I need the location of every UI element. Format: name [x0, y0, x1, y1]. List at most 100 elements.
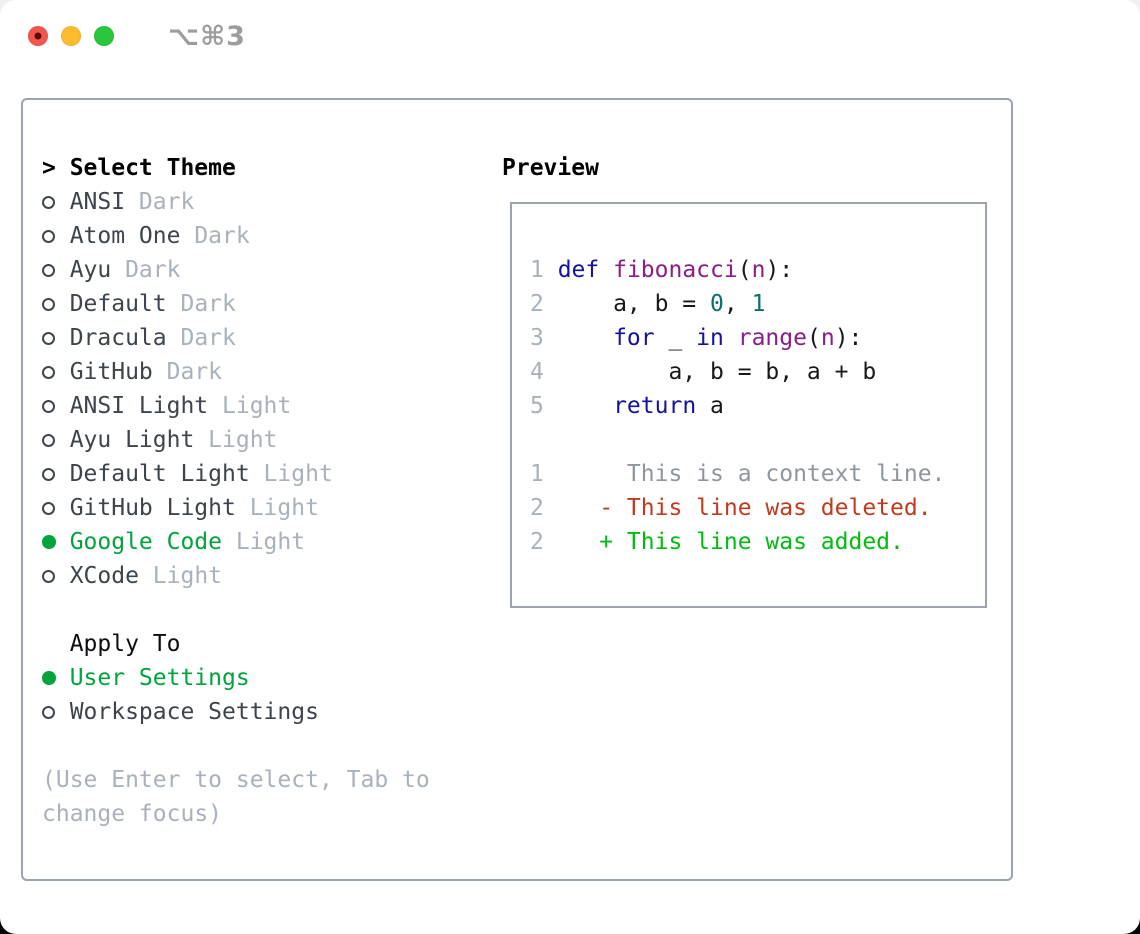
theme-item[interactable]: GitHub Light Light: [42, 491, 457, 525]
code-line: 2 - This line was deleted.: [530, 491, 985, 525]
radio-circle-icon: [42, 365, 55, 379]
minimize-button[interactable]: [61, 26, 81, 46]
theme-variant: Light: [249, 461, 333, 487]
code-token: 0: [710, 291, 724, 317]
theme-name: Ayu: [69, 257, 112, 283]
code-token: n: [751, 257, 766, 283]
line-number: 2: [530, 291, 544, 317]
theme-variant: Light: [208, 393, 292, 419]
maximize-button[interactable]: [94, 26, 114, 46]
code-token: ,: [723, 291, 752, 317]
spacer-row: [42, 593, 457, 627]
apply-to-option[interactable]: User Settings: [42, 661, 457, 695]
radio-circle-icon: [42, 263, 55, 277]
code-token: [558, 325, 613, 351]
theme-item[interactable]: Default Light Light: [42, 457, 457, 491]
code-line: 1 This is a context line.: [530, 457, 985, 491]
theme-variant: Dark: [125, 189, 195, 215]
code-token: n: [820, 325, 835, 351]
code-line: 2 + This line was added.: [530, 525, 985, 559]
theme-item[interactable]: XCode Light: [42, 559, 457, 593]
theme-variant: Dark: [152, 359, 223, 385]
code-line: 4 a, b = b, a + b: [530, 355, 985, 389]
titlebar: ⌥⌘3: [0, 0, 1140, 72]
code-token: 1: [751, 291, 766, 317]
line-number: 5: [530, 393, 544, 419]
code-token: a: [696, 393, 724, 419]
apply-to-title: Apply To: [69, 631, 181, 657]
line-number: 2: [530, 529, 544, 555]
theme-variant: Dark: [180, 223, 250, 249]
unsaved-indicator-dot: [34, 32, 42, 40]
theme-variant: Dark: [166, 325, 236, 351]
theme-variant: Light: [138, 563, 223, 589]
theme-name: GitHub Light: [69, 495, 236, 521]
radio-circle-icon: [42, 195, 55, 209]
code-line: 1 def fibonacci(n):: [530, 253, 985, 287]
radio-circle-icon: [42, 433, 55, 447]
radio-circle-icon: [42, 399, 55, 413]
radio-circle-icon: [42, 501, 55, 515]
theme-item[interactable]: Ayu Light Light: [42, 423, 457, 457]
line-number: 1: [530, 461, 544, 487]
theme-name: Google Code: [69, 529, 223, 555]
code-token: + This line was added.: [557, 529, 904, 555]
theme-item[interactable]: ANSI Light Light: [42, 389, 457, 423]
theme-name: Default: [69, 291, 167, 317]
theme-item[interactable]: Dracula Dark: [42, 321, 457, 355]
code-token: a, b =: [557, 291, 711, 317]
radio-circle-icon: [42, 467, 55, 481]
line-number: 3: [530, 325, 544, 351]
window-title: ⌥⌘3: [168, 21, 246, 52]
code-token: (: [737, 257, 752, 283]
selected-radio-icon: [42, 535, 56, 549]
select-theme-title: Select Theme: [69, 155, 236, 181]
code-token: a, b = b, a + b: [557, 359, 877, 385]
code-token: - This line was deleted.: [557, 495, 932, 521]
code-line: 3 for _ in range(n):: [530, 321, 985, 355]
apply-to-header: Apply To: [42, 627, 457, 661]
preview-header: Preview: [502, 155, 599, 181]
radio-circle-icon: [42, 297, 55, 311]
select-theme-header: > Select Theme: [42, 151, 457, 185]
theme-item[interactable]: Atom One Dark: [42, 219, 457, 253]
theme-name: GitHub: [69, 359, 153, 385]
theme-variant: Light: [222, 529, 306, 555]
code-line: [530, 423, 985, 457]
line-number: 2: [530, 495, 544, 521]
theme-variant: Light: [235, 495, 319, 521]
code-token: def: [557, 257, 600, 283]
theme-variant: Light: [194, 427, 278, 453]
line-number: 1: [530, 257, 544, 283]
code-line: 2 a, b = 0, 1: [530, 287, 985, 321]
code-token: [599, 257, 613, 283]
theme-item[interactable]: Google Code Light: [42, 525, 457, 559]
theme-item[interactable]: Ayu Dark: [42, 253, 457, 287]
code-token: _: [654, 325, 697, 351]
theme-item[interactable]: GitHub Dark: [42, 355, 457, 389]
close-button[interactable]: [28, 26, 48, 46]
radio-circle-icon: [42, 229, 55, 243]
theme-item[interactable]: Default Dark: [42, 287, 457, 321]
theme-name: XCode: [69, 563, 139, 589]
radio-circle-icon: [42, 569, 55, 583]
code-token: range: [737, 325, 807, 351]
radio-circle-icon: [42, 331, 55, 345]
code-token: fibonacci: [613, 257, 738, 283]
selected-radio-icon: [42, 671, 56, 685]
theme-name: ANSI Light: [69, 393, 209, 419]
code-token: ):: [765, 257, 794, 283]
theme-name: Default Light: [69, 461, 250, 487]
code-token: for: [613, 325, 655, 351]
theme-item[interactable]: ANSI Dark: [42, 185, 457, 219]
theme-name: Atom One: [69, 223, 181, 249]
apply-to-option[interactable]: Workspace Settings: [42, 695, 457, 729]
theme-name: Ayu Light: [69, 427, 195, 453]
